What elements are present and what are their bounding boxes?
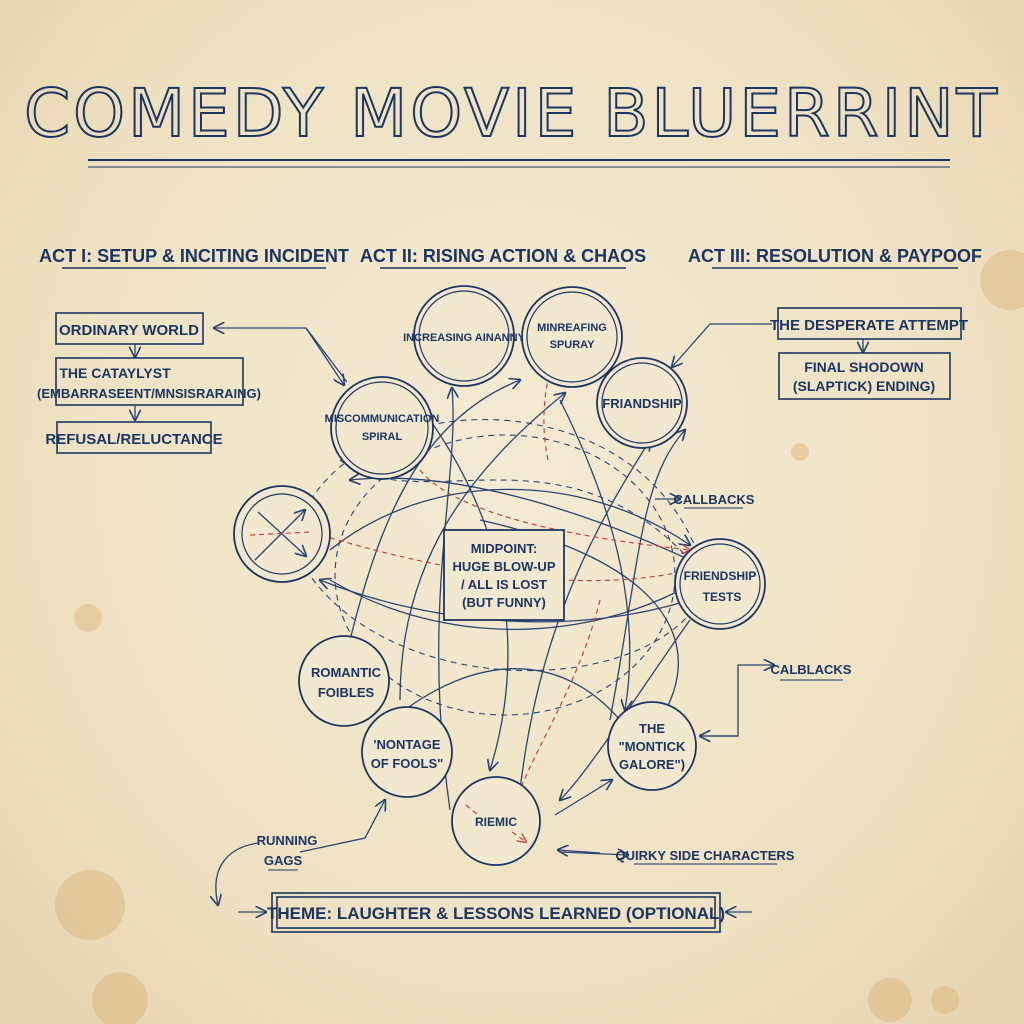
circle-label: 'NONTAGE bbox=[373, 737, 440, 752]
midpoint-line: (BUT FUNNY) bbox=[462, 595, 546, 610]
circle-montage-of-fools: 'NONTAGE OF FOOLS" bbox=[361, 706, 453, 798]
circle-label: FRIANDSHIP bbox=[602, 396, 682, 411]
circle-label: FRIENDSHIP bbox=[684, 569, 757, 583]
box-catalyst-title: THE CATAYLYST bbox=[59, 365, 171, 381]
circle-label: TESTS bbox=[703, 590, 742, 604]
midpoint-line: / ALL IS LOST bbox=[461, 577, 547, 592]
circle-misreading-spiral: MINREAFING SPURAY bbox=[521, 286, 623, 388]
act1-flow: ORDINARY WORLD THE CATAYLYST (EMBARRASEE… bbox=[37, 312, 348, 454]
box-final-showdown-sub: (SLAPTICK) ENDING) bbox=[793, 378, 935, 394]
circle-label: RIEMIC bbox=[475, 815, 517, 829]
box-ordinary-world: ORDINARY WORLD bbox=[59, 322, 199, 339]
circle-label: OF FOOLS" bbox=[371, 756, 444, 771]
circle-crossed-arrows bbox=[233, 485, 331, 583]
midpoint-line: HUGE BLOW-UP bbox=[452, 559, 555, 574]
box-refusal: REFUSAL/RELUCTANCE bbox=[45, 431, 222, 448]
box-final-showdown: FINAL SHODOWN bbox=[804, 359, 924, 375]
circle-label: "MONTICK bbox=[619, 739, 686, 754]
circle-label: FOIBLES bbox=[318, 685, 375, 700]
circle-miscommunication-spiral: MISCOMMUNICATION SPIRAL bbox=[325, 376, 440, 480]
midpoint-line: MIDPOINT: bbox=[471, 541, 537, 556]
theme-text: THEME: LAUGHTER & LESSONS LEARNED (OPTIO… bbox=[267, 904, 725, 923]
theme-banner: THEME: LAUGHTER & LESSONS LEARNED (OPTIO… bbox=[238, 892, 752, 933]
act-headers: ACT I: SETUP & INCITING INCIDENT ACT II:… bbox=[39, 246, 982, 269]
box-desperate-attempt: THE DESPERATE ATTEMPT bbox=[770, 317, 968, 334]
side-labels: CALLBACKS CALBLACKS QUIRKY SIDE CHARACTE… bbox=[216, 492, 852, 905]
circle-montick-galore: THE "MONTICK GALORE") bbox=[607, 701, 697, 791]
act2-heading: ACT II: RISING ACTION & CHAOS bbox=[360, 246, 646, 266]
circle-friendship-tests: FRIENDSHIP TESTS bbox=[674, 538, 766, 630]
crossed-arrows-icon bbox=[249, 510, 311, 561]
circle-friendship: FRIANDSHIP bbox=[596, 357, 688, 449]
connection-lines bbox=[299, 362, 701, 835]
midpoint-box: MIDPOINT: HUGE BLOW-UP / ALL IS LOST (BU… bbox=[443, 529, 565, 621]
box-catalyst-subtitle: (EMBARRASEENT/MNSISRARAING) bbox=[37, 386, 261, 401]
circle-label: MISCOMMUNICATION bbox=[325, 413, 440, 425]
label-quirky-side-characters: QUIRKY SIDE CHARACTERS bbox=[616, 848, 795, 863]
circle-label: INCREASING AINANNY bbox=[403, 332, 525, 344]
poster-title: COMEDY MOVIE BLUERRINT bbox=[24, 75, 1000, 152]
coffee-stains bbox=[55, 250, 1024, 1024]
circle-label: MINREAFING bbox=[537, 322, 607, 334]
act3-flow: THE DESPERATE ATTEMPT FINAL SHODOWN (SLA… bbox=[672, 307, 968, 400]
label-callbacks: CALLBACKS bbox=[674, 492, 755, 507]
circle-romantic-foibles: ROMANTIC FOIBLES bbox=[298, 635, 390, 727]
circle-label: ROMANTIC bbox=[311, 665, 382, 680]
circle-label: SPIRAL bbox=[362, 431, 403, 443]
act1-heading: ACT I: SETUP & INCITING INCIDENT bbox=[39, 246, 349, 266]
circle-increasing-annoyance: INCREASING AINANNY bbox=[403, 285, 526, 387]
circle-label: GALORE") bbox=[619, 757, 685, 772]
circle-riemic: RIEMIC bbox=[451, 776, 541, 866]
act3-heading: ACT III: RESOLUTION & PAYPOOF bbox=[688, 246, 982, 266]
label-running-gags-2: GAGS bbox=[264, 853, 303, 868]
label-running-gags-1: RUNNING bbox=[257, 833, 318, 848]
circle-label: SPURAY bbox=[550, 339, 595, 351]
circle-label: THE bbox=[639, 721, 665, 736]
label-calblacks: CALBLACKS bbox=[771, 662, 852, 677]
